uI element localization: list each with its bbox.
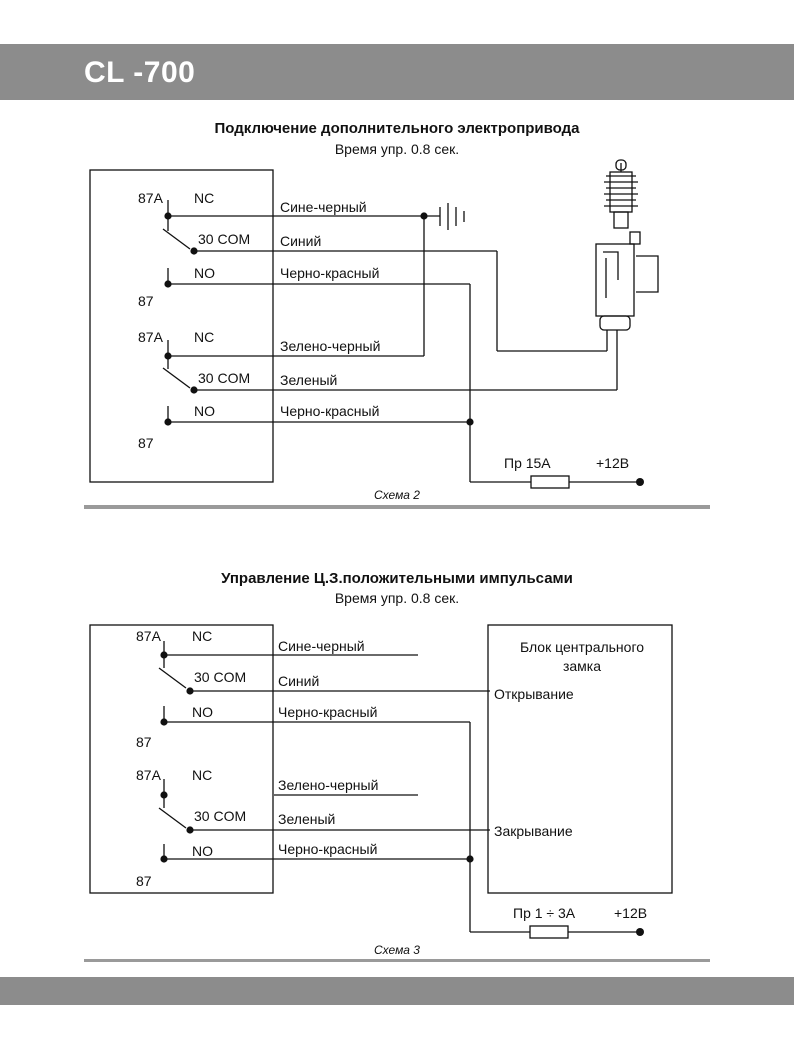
- scheme3-title: Управление Ц.З.положительными импульсами: [221, 570, 573, 587]
- relay1-nc-label: NC: [192, 628, 212, 644]
- scheme2-diagram: 87A NC 30 COM NO 87 87A NC 30 COM NO 87 …: [89, 159, 659, 489]
- relay1-com-label: 30 COM: [198, 231, 250, 247]
- relay1-no-label: NO: [192, 704, 213, 720]
- wire-label: Зелено-черный: [280, 338, 380, 354]
- wire-label: Зеленый: [278, 811, 335, 827]
- wire-label: Сине-черный: [280, 199, 367, 215]
- scheme2-title: Подключение дополнительного электроприво…: [214, 120, 580, 137]
- relay2-no-label: NO: [192, 843, 213, 859]
- relay1-com-label: 30 COM: [194, 669, 246, 685]
- relay1-nc-pin: 87A: [136, 628, 162, 644]
- scheme2-caption: Схема 2: [374, 488, 420, 502]
- relay-box: [89, 169, 274, 483]
- relay2-nc-label: NC: [192, 767, 212, 783]
- fuse-label: Пр 15А: [504, 455, 551, 471]
- fuse-icon: [530, 475, 570, 489]
- scheme2-subtitle: Время упр. 0.8 сек.: [334, 141, 460, 157]
- scheme3-caption: Схема 3: [374, 943, 420, 957]
- relay-box: [89, 624, 274, 894]
- header-bar: [0, 44, 794, 100]
- wire-label: Сине-черный: [278, 638, 365, 654]
- wire-label: Синий: [280, 233, 321, 249]
- wire-label: Зеленый: [280, 372, 337, 388]
- relay2-no-label: NO: [194, 403, 215, 419]
- relay1-no-label: NO: [194, 265, 215, 281]
- relay2-nc-pin: 87A: [136, 767, 162, 783]
- divider: [84, 505, 710, 509]
- power-label: +12В: [614, 905, 647, 921]
- fuse-label: Пр 1 ÷ 3А: [513, 905, 576, 921]
- scheme3-diagram: 87A NC 30 COM NO 87 87A NC 30 COM NO 87 …: [89, 624, 673, 939]
- footer-bar: [0, 977, 794, 1005]
- wire-label: Черно-красный: [280, 403, 379, 419]
- lock-unit-line2: замка: [563, 658, 601, 674]
- wire-label: Синий: [278, 673, 319, 689]
- relay2-nc-label: NC: [194, 329, 214, 345]
- relay1-nc-pin: 87A: [138, 190, 164, 206]
- relay1-no-pin: 87: [138, 293, 154, 309]
- relay1-no-pin: 87: [136, 734, 152, 750]
- wire-label: Черно-красный: [278, 704, 377, 720]
- scheme3-subtitle: Время упр. 0.8 сек.: [334, 590, 460, 606]
- fuse-icon: [529, 925, 569, 939]
- central-lock-box: [487, 624, 673, 894]
- lock-unit-line1: Блок центрального: [520, 639, 644, 655]
- relay1-nc-label: NC: [194, 190, 214, 206]
- power-label: +12В: [596, 455, 629, 471]
- lock-open-label: Открывание: [494, 686, 574, 702]
- divider: [84, 959, 710, 962]
- relay2-com-label: 30 COM: [194, 808, 246, 824]
- relay2-com-label: 30 COM: [198, 370, 250, 386]
- wire-label: Зелено-черный: [278, 777, 378, 793]
- page-title: CL -700: [84, 56, 196, 89]
- wire-label: Черно-красный: [278, 841, 377, 857]
- wire-label: Черно-красный: [280, 265, 379, 281]
- relay2-no-pin: 87: [138, 435, 154, 451]
- relay2-no-pin: 87: [136, 873, 152, 889]
- lock-close-label: Закрывание: [494, 823, 573, 839]
- actuator-icon: [595, 159, 659, 331]
- relay2-nc-pin: 87A: [138, 329, 164, 345]
